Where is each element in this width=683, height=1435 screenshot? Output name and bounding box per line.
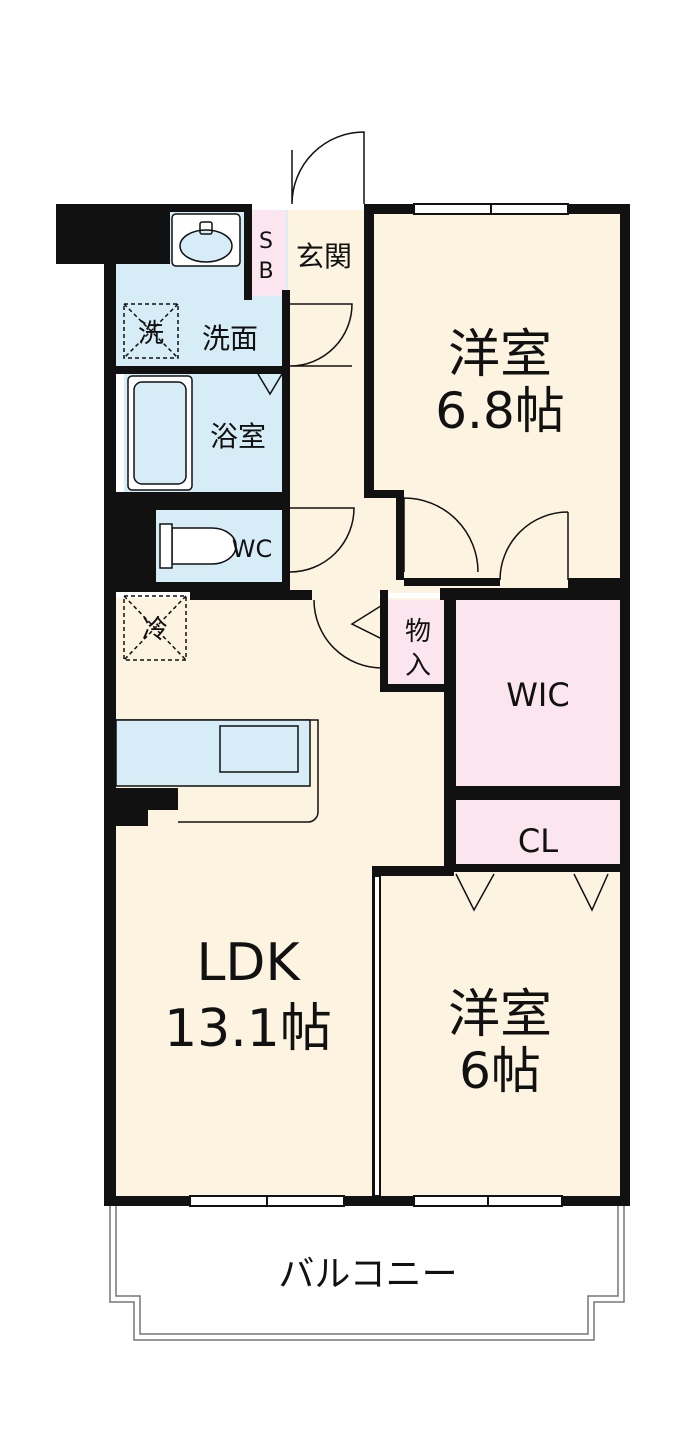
closet-door-left [455, 873, 495, 912]
storage-floor [388, 600, 444, 684]
western-room-2-name: 洋室 [448, 985, 552, 1045]
western-room-2-size: 6帖 [459, 1042, 541, 1100]
closet-label: CL [518, 822, 558, 860]
shoebox-floor [248, 210, 286, 296]
windows [189, 203, 569, 1207]
bedroom-1-door-b [499, 511, 569, 581]
fridge-space [123, 595, 187, 661]
storage-door [350, 603, 385, 641]
closet-floor [454, 800, 626, 870]
wic-label: WIC [506, 676, 569, 714]
western-room-1-name: 洋室 [448, 325, 552, 385]
sliding-partition [373, 875, 381, 1197]
toilet-label: WC [232, 535, 273, 563]
western-room-1-floor [372, 208, 626, 593]
doors [156, 131, 609, 912]
fridge-label: 冷 [142, 615, 168, 645]
storage-label-1: 物 [405, 617, 431, 647]
kitchen-sink [219, 725, 299, 773]
fixtures [115, 213, 319, 823]
bedroom-1-door-a [403, 497, 479, 573]
toilet-door [289, 507, 355, 573]
shoebox-label-2: B [258, 259, 273, 284]
western-room-2-floor [380, 870, 626, 1201]
kitchen-counter-outline [116, 719, 319, 823]
entrance-label: 玄関 [296, 240, 352, 273]
entrance-door [291, 131, 365, 205]
closet-door-right [573, 873, 609, 912]
ldk-door [313, 599, 383, 669]
bath-door [257, 373, 283, 396]
washroom-door [289, 303, 353, 367]
washer-space [123, 303, 179, 359]
balcony-label: バルコニー [278, 1254, 457, 1295]
shoebox-label-1: S [259, 229, 273, 254]
bathroom-label: 浴室 [210, 420, 266, 453]
floor-areas [112, 208, 626, 1201]
washer-label: 洗 [138, 319, 164, 349]
western-room-1-size: 6.8帖 [435, 382, 565, 440]
balcony [109, 1206, 625, 1341]
wic-floor [454, 600, 626, 788]
entrance-floor [286, 210, 366, 300]
labels: 洋室 6.8帖 LDK 13.1帖 洋室 6帖 WIC CL 物 入 玄関 S … [138, 229, 570, 1295]
storage-label-2: 入 [405, 651, 431, 681]
washroom-label: 洗面 [202, 322, 258, 355]
ldk-size: 13.1帖 [164, 999, 332, 1059]
toilet-bowl [171, 527, 237, 565]
ldk-name: LDK [196, 933, 301, 993]
